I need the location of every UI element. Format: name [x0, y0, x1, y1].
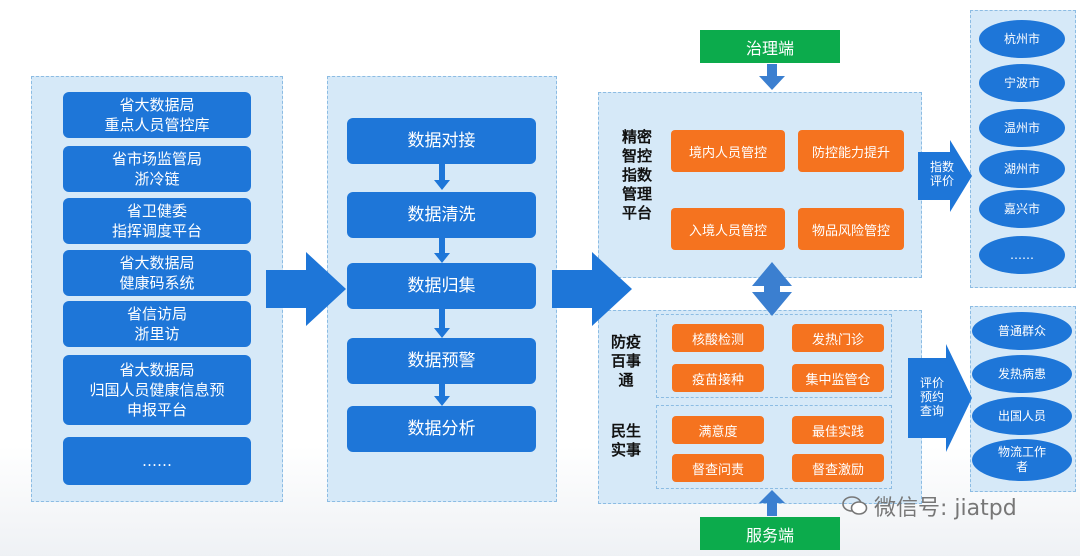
source-line: …… — [142, 452, 172, 470]
source-line: 省大数据局 — [119, 96, 195, 114]
arrow-service-up — [759, 490, 785, 516]
source-line: 省信访局 — [126, 305, 187, 323]
source-box-3: 省卫健委 指挥调度平台 — [63, 198, 251, 244]
source-box-6: 省大数据局 归国人员健康信息预 申报平台 — [63, 355, 251, 425]
index-eval-text: 指数评价 — [929, 160, 954, 188]
people-logistics-workers: 物流工作者 — [972, 439, 1072, 481]
source-line: 浙冷链 — [134, 170, 180, 188]
arrow-step-down — [434, 164, 450, 190]
platform-item-capacity: 防控能力提升 — [798, 130, 904, 172]
source-line: 浙里访 — [134, 325, 180, 343]
source-box-1: 省大数据局 重点人员管控库 — [63, 92, 251, 138]
arrow-governance-down — [759, 64, 785, 90]
arrow-evaluation-booking — [908, 344, 972, 452]
livelihood-title: 民生实事 — [604, 422, 648, 460]
index-platform-title: 精密智控指数管理平台 — [612, 128, 662, 223]
source-line: 健康码系统 — [119, 274, 195, 292]
platform-item-inbound: 入境人员管控 — [671, 208, 785, 250]
arrow-step-down — [434, 238, 450, 263]
index-platform-title-text: 精密智控指数管理平台 — [621, 128, 652, 222]
step-collect: 数据归集 — [347, 263, 536, 309]
index-eval-label: 指数评价 — [927, 160, 957, 188]
step-warn: 数据预警 — [347, 338, 536, 384]
step-analyze: 数据分析 — [347, 406, 536, 452]
platform-item-goods: 物品风险管控 — [798, 208, 904, 250]
source-box-5: 省信访局 浙里访 — [63, 301, 251, 347]
livelihood-title-text: 民生实事 — [610, 422, 641, 459]
source-line: 归国人员健康信息预 — [89, 381, 225, 399]
source-line: 重点人员管控库 — [104, 116, 210, 134]
service-end-label: 服务端 — [700, 517, 840, 550]
people-public: 普通群众 — [972, 312, 1072, 350]
source-line: 申报平台 — [126, 401, 187, 419]
eval-booking-text: 评价预约查询 — [919, 376, 944, 418]
source-box-2: 省市场监管局 浙冷链 — [63, 146, 251, 192]
people-logistics-text: 物流工作者 — [997, 445, 1046, 474]
arrow-step-down — [434, 384, 450, 406]
city-jiaxing: 嘉兴市 — [979, 190, 1065, 228]
epidemic-item-nucleic: 核酸检测 — [672, 324, 764, 352]
wechat-icon — [842, 495, 868, 517]
arrow-sources-to-steps — [266, 252, 346, 326]
epidemic-item-vaccine: 疫苗接种 — [672, 364, 764, 392]
city-more: …… — [979, 236, 1065, 274]
source-line: 省大数据局 — [119, 361, 195, 379]
source-box-4: 省大数据局 健康码系统 — [63, 250, 251, 296]
arrow-index-evaluation — [918, 140, 972, 212]
epidemic-item-fever: 发热门诊 — [792, 324, 884, 352]
watermark: 微信号: jiatpd — [842, 490, 1017, 522]
people-travelers: 出国人员 — [972, 397, 1072, 435]
step-clean: 数据清洗 — [347, 192, 536, 238]
livelihood-item-accountability: 督查问责 — [672, 454, 764, 482]
source-line: 省大数据局 — [119, 254, 195, 272]
source-line: 省卫健委 — [126, 202, 187, 220]
epidemic-title: 防疫百事通 — [604, 333, 648, 390]
city-wenzhou: 温州市 — [979, 109, 1065, 147]
governance-end-label: 治理端 — [700, 30, 840, 63]
watermark-text: 微信号: jiatpd — [874, 496, 1017, 521]
arrow-step-down — [434, 309, 450, 338]
livelihood-item-incentive: 督查激励 — [792, 454, 884, 482]
source-line: 指挥调度平台 — [111, 222, 202, 240]
city-ningbo: 宁波市 — [979, 64, 1065, 102]
arrow-steps-to-platform — [552, 252, 632, 326]
eval-booking-label: 评价预约查询 — [916, 376, 948, 418]
epidemic-item-warehouse: 集中监管仓 — [792, 364, 884, 392]
livelihood-item-satisfaction: 满意度 — [672, 416, 764, 444]
people-fever-patients: 发热病患 — [972, 355, 1072, 393]
platform-item-domestic: 境内人员管控 — [671, 130, 785, 172]
city-hangzhou: 杭州市 — [979, 20, 1065, 58]
livelihood-item-best-practice: 最佳实践 — [792, 416, 884, 444]
source-box-more: …… — [63, 437, 251, 485]
step-dock: 数据对接 — [347, 118, 536, 164]
arrow-double-vertical — [752, 262, 792, 316]
epidemic-title-text: 防疫百事通 — [610, 333, 641, 389]
city-huzhou: 湖州市 — [979, 150, 1065, 188]
source-line: 省市场监管局 — [111, 150, 202, 168]
